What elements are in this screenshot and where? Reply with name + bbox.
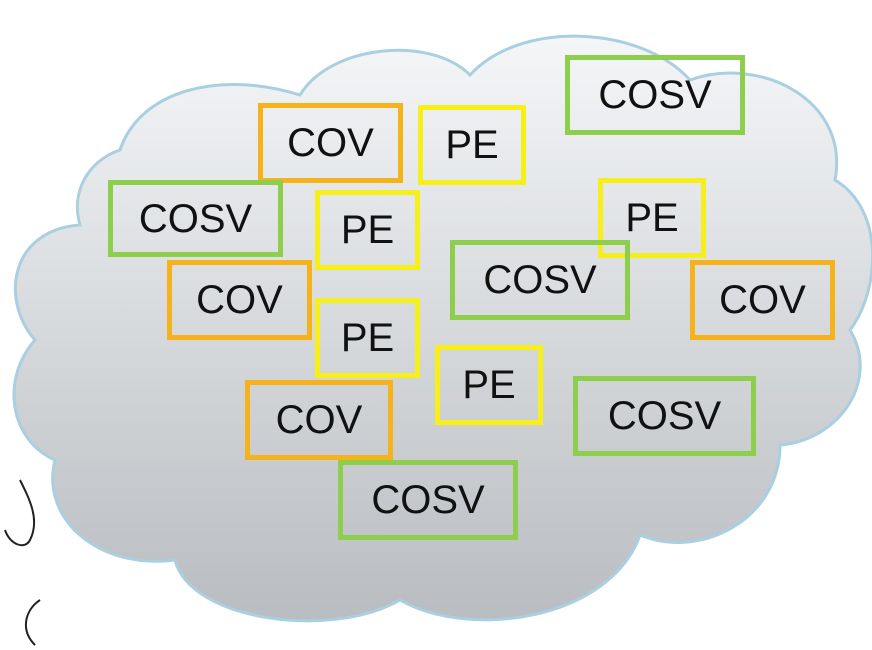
cov-label-text: COV: [275, 398, 363, 442]
pe-label-box: PE: [418, 105, 526, 185]
cosv-label-text: COSV: [138, 196, 253, 241]
pe-label-text: PE: [340, 208, 395, 252]
cosv-label-box: COSV: [108, 180, 283, 257]
cov-label-box: COV: [245, 380, 393, 460]
cov-label-box: COV: [258, 103, 403, 183]
cosv-label-text: COSV: [607, 394, 722, 438]
pe-label-text: PE: [445, 123, 499, 167]
cosv-label-box: COSV: [338, 460, 518, 540]
cosv-label-box: COSV: [573, 376, 756, 456]
pe-label-text: PE: [340, 316, 395, 360]
pe-label-text: PE: [625, 196, 679, 240]
cov-label-box: COV: [690, 260, 835, 340]
hand-sketch-icon: [4, 479, 41, 646]
cosv-label-box: COSV: [450, 240, 630, 320]
cosv-label-box: COSV: [565, 55, 745, 135]
cov-label-text: COV: [196, 278, 283, 322]
cov-label-text: COV: [719, 278, 806, 322]
pe-label-box: PE: [315, 298, 420, 378]
pe-label-text: PE: [462, 363, 516, 407]
pe-label-box: PE: [598, 178, 706, 258]
cosv-label-text: COSV: [598, 73, 712, 117]
pe-label-box: PE: [435, 345, 543, 425]
cov-label-text: COV: [287, 121, 374, 165]
cosv-label-text: COSV: [371, 478, 485, 522]
cosv-label-text: COSV: [483, 258, 597, 302]
cov-label-box: COV: [167, 260, 312, 340]
pe-label-box: PE: [315, 190, 420, 270]
